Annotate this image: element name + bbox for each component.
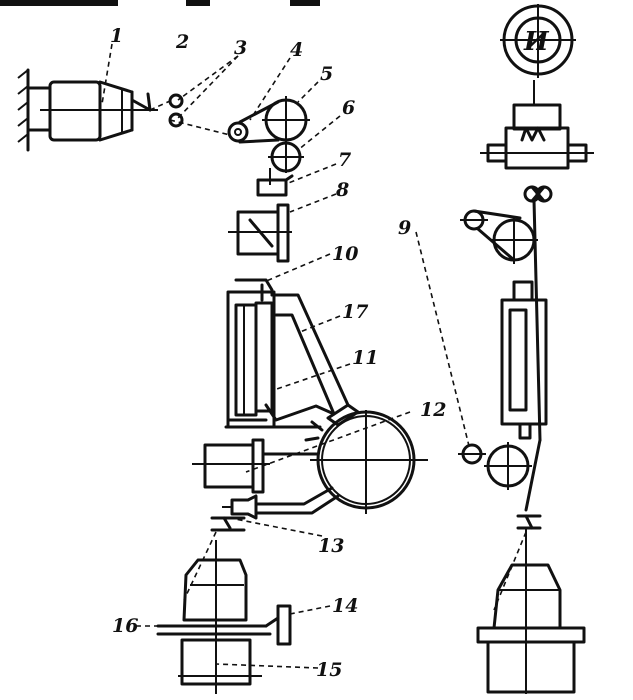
label-17: 17 <box>342 301 368 323</box>
label-8: 8 <box>335 179 349 201</box>
label-4: 4 <box>290 39 303 61</box>
traverse-guide <box>210 516 246 532</box>
right-rollers <box>460 209 538 264</box>
guide-and-ring <box>228 168 294 263</box>
motor-label: И <box>523 27 550 57</box>
top-edge-marks <box>0 0 320 6</box>
label-10: 10 <box>332 243 358 265</box>
labels: 1 2 3 4 5 6 7 8 9 10 17 11 12 13 14 16 1… <box>110 25 550 681</box>
feed-package-assembly <box>17 68 158 152</box>
label-7: 7 <box>338 149 351 171</box>
twisting-chamber <box>224 278 360 429</box>
label-2: 2 <box>175 31 189 53</box>
label-3: 3 <box>234 37 247 59</box>
right-chamber <box>500 198 548 442</box>
right-lower-rollers <box>458 438 542 512</box>
motor-unit <box>500 4 576 78</box>
drafting-rollers <box>227 96 310 173</box>
lower-guide-block <box>192 438 340 520</box>
label-5: 5 <box>320 63 333 85</box>
label-6: 6 <box>342 97 355 119</box>
take-up-package <box>156 531 292 694</box>
label-9: 9 <box>398 217 411 239</box>
label-12: 12 <box>420 399 446 421</box>
thread-guides <box>149 93 231 136</box>
right-take-up-package <box>476 531 586 694</box>
label-15: 15 <box>316 659 342 681</box>
label-16: 16 <box>112 615 138 637</box>
label-14: 14 <box>332 595 358 617</box>
label-1: 1 <box>110 25 123 47</box>
label-11: 11 <box>352 347 378 369</box>
suction-drum <box>304 410 428 514</box>
right-traverse-guide <box>516 514 542 550</box>
label-13: 13 <box>318 535 344 557</box>
right-top-head <box>480 80 594 203</box>
leader-lines <box>101 43 471 669</box>
